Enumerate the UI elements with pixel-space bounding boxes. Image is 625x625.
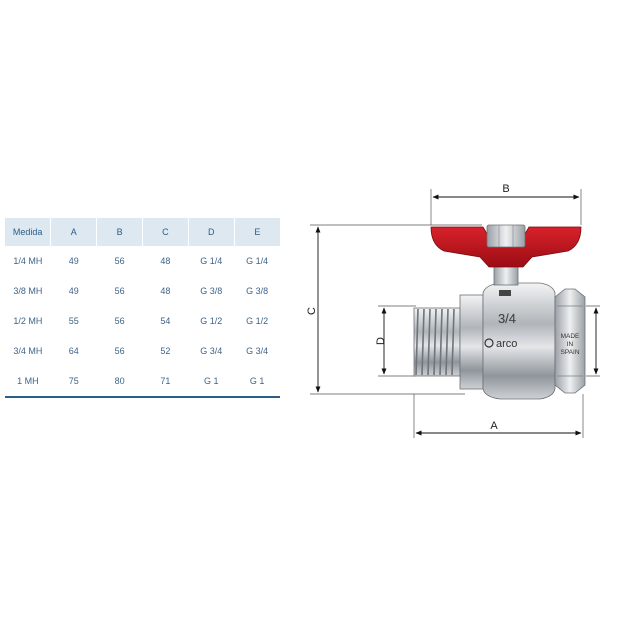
col-header-medida: Medida bbox=[5, 218, 52, 246]
female-thread-end: MADE IN SPAIN bbox=[554, 288, 586, 394]
table-cell: 56 bbox=[114, 316, 125, 326]
brand-logo-icon bbox=[484, 338, 494, 348]
table-cell: 1/2 MH bbox=[13, 316, 43, 326]
table-cell: G 1/4 bbox=[200, 256, 223, 266]
col-header-b: B bbox=[96, 218, 143, 246]
dimension-label-a: A bbox=[490, 420, 498, 432]
table-cell: G 3/8 bbox=[200, 286, 223, 296]
table-cell: G 1/2 bbox=[246, 316, 269, 326]
table-cell: 75 bbox=[50, 366, 97, 398]
table-cell: 55 bbox=[68, 316, 79, 326]
body-size-mark: 3/4 bbox=[498, 311, 516, 326]
origin-mark-line2: IN bbox=[567, 341, 574, 348]
table-cell: 56 bbox=[114, 286, 125, 296]
table-cell: G 3/4 bbox=[200, 346, 223, 356]
table-cell: 52 bbox=[160, 346, 171, 356]
origin-mark-line3: SPAIN bbox=[560, 349, 579, 356]
table-cell: 3/8 MH bbox=[13, 286, 43, 296]
table-cell: 56 bbox=[114, 346, 125, 356]
table-row: 1 MH 75 80 71 G 1 G 1 bbox=[5, 366, 280, 398]
dimension-label-b: B bbox=[502, 183, 509, 195]
table-cell: G 3/8 bbox=[246, 286, 269, 296]
top-nut bbox=[486, 224, 526, 248]
table-row: 3/8 MH 49 56 48 G 3/8 G 3/8 bbox=[5, 276, 280, 306]
col-header-a: A bbox=[50, 218, 98, 246]
dimension-label-d: D bbox=[375, 337, 387, 345]
table-cell: 48 bbox=[160, 256, 171, 266]
table-cell: G 3/4 bbox=[246, 346, 269, 356]
brand-mark: arco bbox=[496, 338, 517, 350]
table-cell: G 1/2 bbox=[200, 316, 223, 326]
table-cell: G 1 bbox=[188, 366, 235, 398]
origin-mark-line1: MADE bbox=[561, 333, 580, 340]
valve-drawing: B C D A E 3/4 arco MADE IN SPAIN bbox=[306, 183, 600, 438]
table-cell: 49 bbox=[68, 256, 79, 266]
table-cell: G 1 bbox=[234, 366, 280, 398]
table-cell: 1/4 MH bbox=[13, 256, 43, 266]
col-header-d: D bbox=[188, 218, 235, 246]
table-cell: 3/4 MH bbox=[13, 346, 43, 356]
table-row: 1/4 MH 49 56 48 G 1/4 G 1/4 bbox=[5, 246, 280, 276]
table-row: 1/2 MH 55 56 54 G 1/2 G 1/2 bbox=[5, 306, 280, 336]
valve-body: 3/4 arco bbox=[482, 282, 556, 400]
table-cell: G 1/4 bbox=[246, 256, 269, 266]
dimension-label-c: C bbox=[306, 307, 318, 315]
table-cell: 48 bbox=[160, 286, 171, 296]
table-cell: 64 bbox=[68, 346, 79, 356]
table-cell: 56 bbox=[114, 256, 125, 266]
table-cell: 1 MH bbox=[5, 366, 51, 398]
table-row: 3/4 MH 64 56 52 G 3/4 G 3/4 bbox=[5, 336, 280, 366]
table-cell: 80 bbox=[96, 366, 143, 398]
table-cell: 71 bbox=[142, 366, 189, 398]
table-cell: 49 bbox=[68, 286, 79, 296]
table-header-row: Medida A B C D E bbox=[5, 218, 280, 246]
table-cell: 54 bbox=[160, 316, 171, 326]
male-thread-end bbox=[413, 307, 461, 377]
spec-table: Medida A B C D E 1/4 MH 49 56 48 G 1/4 G… bbox=[5, 218, 280, 398]
col-header-c: C bbox=[142, 218, 189, 246]
hex-nut bbox=[459, 294, 484, 390]
col-header-e: E bbox=[234, 218, 280, 246]
